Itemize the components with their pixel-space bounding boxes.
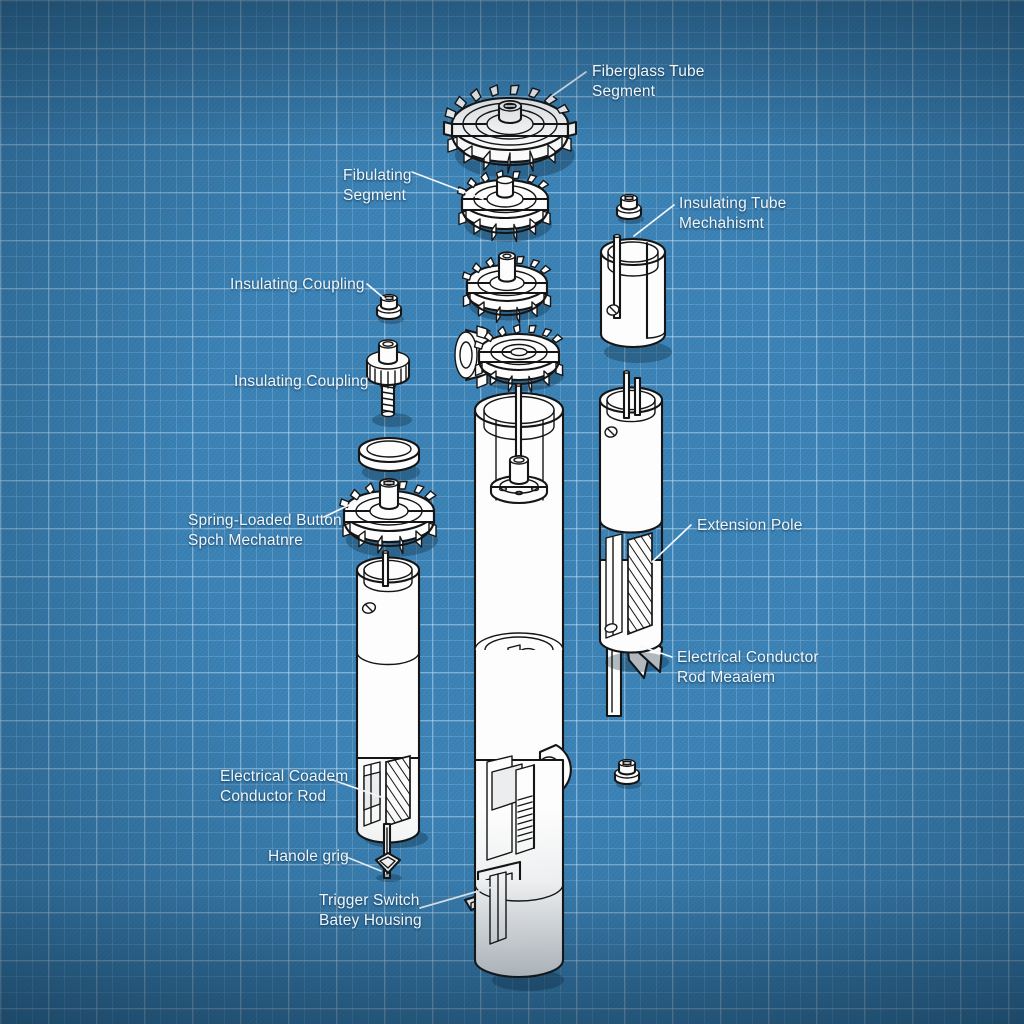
label-insulating-coupling-2: Insulating Coupling (234, 373, 369, 390)
label-electrical-conductor-rod-mechanism: Electrical Conductor Rod Meaaiem (677, 649, 819, 686)
label-trigger-switch-battery-housing: Trigger Switch Batey Housing (319, 892, 422, 929)
label-fibulating-segment: Fibulating Segment (343, 167, 412, 204)
label-spring-loaded-button: Spring-Loaded Button Spch Mechatnre (188, 512, 342, 549)
label-insulating-coupling-1: Insulating Coupling (230, 276, 365, 293)
label-insulating-tube-mechanism: Insulating Tube Mechahismt (679, 195, 787, 232)
label-electrical-conductor-rod: Electrical Coadem Conductor Rod (220, 768, 349, 805)
label-extension-pole: Extension Pole (697, 517, 803, 534)
label-handle-grip: Hanole grig (268, 848, 349, 865)
label-fiberglass-tube-segment: Fiberglass Tube Segment (592, 63, 705, 100)
